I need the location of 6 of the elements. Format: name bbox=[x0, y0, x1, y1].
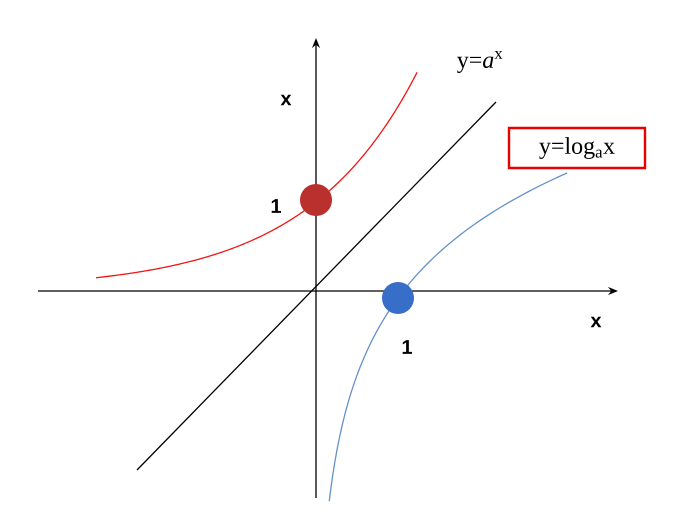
tick-label: 1 bbox=[402, 340, 412, 354]
axis-label: x bbox=[590, 316, 602, 328]
formula-label: y=a$^{x}$ bbox=[457, 51, 502, 73]
formula-box: y=log$_{a}$x bbox=[508, 126, 646, 170]
tick-label: 1 bbox=[272, 199, 282, 213]
axis-label: x bbox=[280, 94, 292, 106]
